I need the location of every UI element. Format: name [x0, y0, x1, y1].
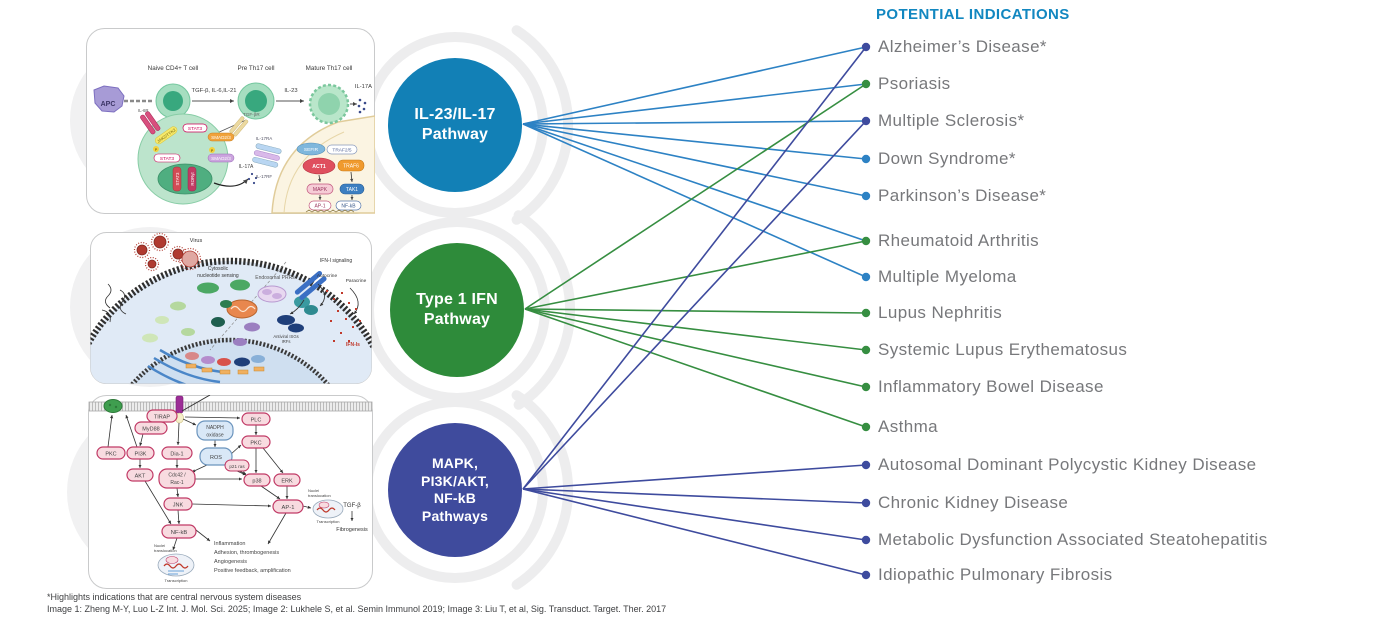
il17a-secreted-label: IL-17A	[239, 164, 254, 170]
indication-item: Lupus Nephritis	[878, 303, 1003, 322]
indication-item: Idiopathic Pulmonary Fibrosis	[878, 565, 1113, 584]
indication-item: Multiple Sclerosis*	[878, 111, 1025, 130]
ifnis-label: IFN-Is	[346, 342, 360, 348]
footnote-image-credits: Image 1: Zheng M-Y, Luo L-Z Int. J. Mol.…	[47, 604, 667, 614]
erk-node: ERK	[281, 479, 293, 485]
indication-item: Inflammatory Bowel Disease	[878, 377, 1104, 396]
footnote-cns-note: *Highlights indications that are central…	[47, 592, 302, 602]
traf6-label: TRAF6	[343, 164, 359, 170]
antiviral-isgs-label: Antiviral ISGs	[273, 334, 298, 339]
mapk-label: MAPK	[313, 187, 328, 193]
p21ras-node: p21 ras	[229, 464, 245, 469]
indication-item: Autosomal Dominant Polycystic Kidney Dis…	[878, 455, 1257, 474]
plc-node: PLC	[251, 418, 262, 424]
il23-label: IL-23	[284, 88, 297, 94]
paracrine-label: Paracrine	[346, 278, 367, 284]
p38-node: p38	[252, 479, 261, 485]
transcription-label: Transcription	[317, 519, 340, 524]
ifn-signaling-label: IFN-I signaling	[320, 258, 352, 264]
tgfbr-label: TGF-βR	[243, 112, 260, 117]
tgfb-label: TGF-β	[343, 503, 361, 509]
indication-item: Systemic Lupus Erythematosus	[878, 340, 1128, 359]
il17rf-label: IL-17RF	[256, 174, 273, 179]
effects-text: Adhesion, thrombogenesis	[214, 550, 279, 556]
pkc-node: PKC	[250, 441, 261, 447]
potential-indications-title: POTENTIAL INDICATIONS	[876, 6, 1070, 23]
endosomal-prrs-label: Endosomal PRRs	[255, 275, 295, 281]
traf25-label: TRAF2/5	[332, 148, 352, 154]
mature-th17-label: Mature Th17 cell	[306, 65, 353, 72]
transcription-label: Transcription	[165, 578, 188, 583]
antiviral-isgs-label: IRFs	[282, 339, 291, 344]
indication-item: Parkinson’s Disease*	[878, 186, 1047, 205]
pre-th17-label: Pre Th17 cell	[238, 65, 275, 72]
fibrogenesis-label: Fibrogenesis	[336, 527, 368, 533]
indication-item: Alzheimer’s Disease*	[878, 37, 1047, 56]
act1-label: ACT1	[312, 164, 326, 170]
indication-item: Psoriasis	[878, 74, 951, 93]
indication-item: Down Syndrome*	[878, 149, 1016, 168]
nfkb-label: NF-kB	[341, 204, 356, 210]
nuclei-translocation-label: Nuclei	[308, 488, 319, 493]
tak1-label: TAK1	[346, 187, 358, 193]
indication-item: Chronic Kidney Disease	[878, 493, 1069, 512]
sefir-label: SEFIR	[304, 147, 319, 153]
ap1-node: AP-1	[282, 505, 295, 511]
indication-item: Rheumatoid Arthritis	[878, 231, 1040, 250]
indication-item: Multiple Myeloma	[878, 267, 1017, 286]
nuclei-translocation-label: translocation	[308, 493, 331, 498]
autocrine-label: Autocrine	[317, 273, 338, 279]
ap1-label: AP-1	[314, 204, 325, 210]
indication-item: Metabolic Dysfunction Associated Steatoh…	[878, 530, 1268, 549]
indication-item: Asthma	[878, 417, 939, 436]
effects-text: Positive feedback, amplification	[214, 568, 291, 574]
il17ra-label: IL-17RA	[256, 136, 273, 141]
